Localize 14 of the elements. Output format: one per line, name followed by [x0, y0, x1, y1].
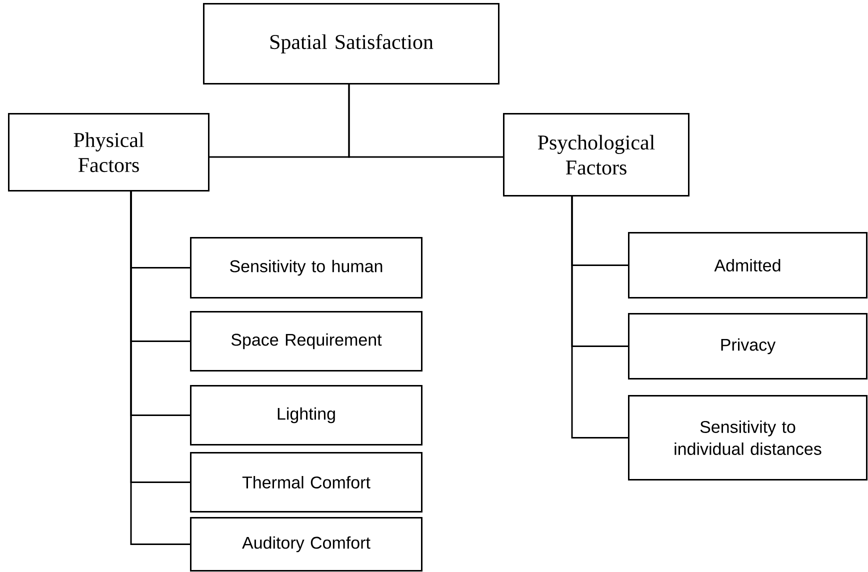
factor-box: Admitted	[628, 232, 868, 298]
connector-line	[348, 84, 503, 158]
category-box: Physical Factors	[8, 113, 210, 192]
heading-box: Spatial Satisfaction	[203, 3, 500, 84]
factor-box: Thermal Comfort	[190, 452, 422, 512]
factor-box: Sensitivity to human	[190, 237, 422, 298]
factor-box: Space Requirement	[190, 311, 422, 372]
factor-box: Privacy	[628, 313, 868, 380]
category-box: Psychological Factors	[503, 113, 690, 196]
factor-box: Auditory Comfort	[190, 517, 422, 572]
factor-box: Sensitivity to individual distances	[628, 395, 868, 480]
factor-box: Lighting	[190, 385, 422, 446]
connector-line	[130, 192, 190, 545]
connector-line	[571, 196, 628, 438]
